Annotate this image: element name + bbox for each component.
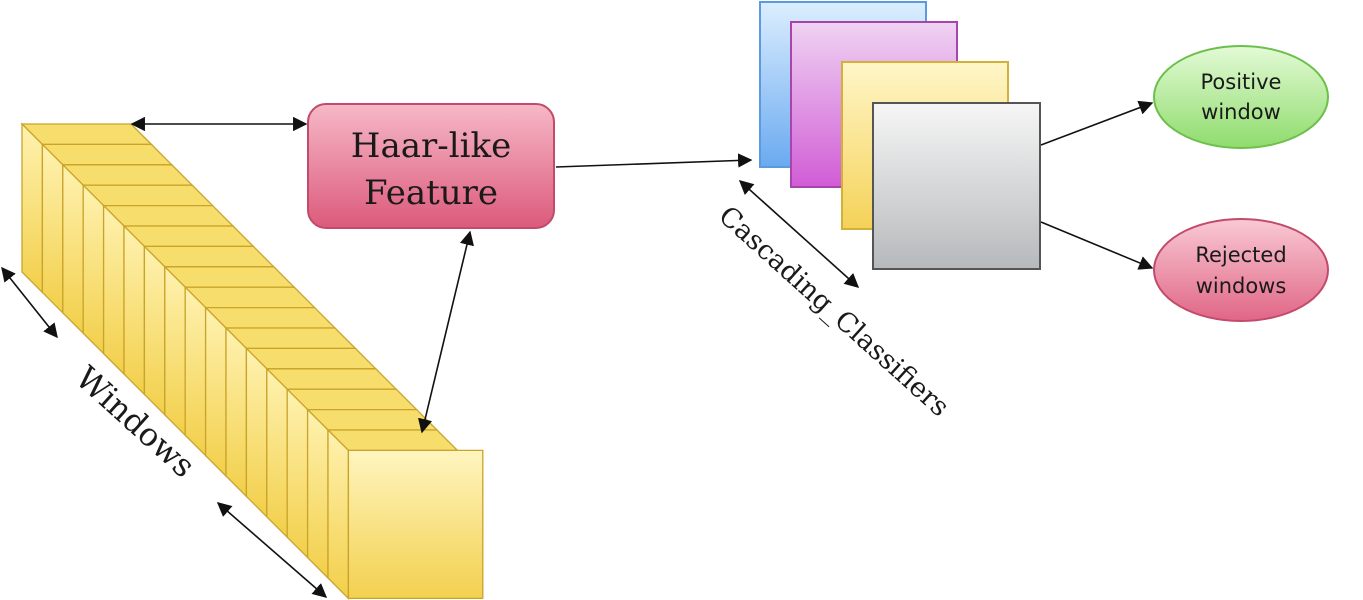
haar-feature-box bbox=[307, 103, 555, 229]
window-slice-top bbox=[204, 306, 337, 329]
window-slice-top bbox=[61, 164, 194, 186]
arrow-window-size bbox=[1, 266, 58, 339]
window-slice-side bbox=[306, 408, 329, 580]
positive-window-ellipse bbox=[1153, 45, 1329, 149]
positive-window-node: Positive window bbox=[1153, 45, 1329, 149]
window-slice-side bbox=[102, 204, 125, 376]
windows-stack bbox=[20, 122, 484, 600]
window-slice-top bbox=[285, 388, 419, 411]
window-slice-top bbox=[40, 143, 174, 166]
arrow-cascade-depth bbox=[738, 180, 860, 288]
window-slice-side bbox=[41, 142, 64, 315]
window-slice-side bbox=[164, 265, 186, 437]
arrow-haar-to-window-front bbox=[418, 230, 474, 434]
rejected-windows-label-line2: windows bbox=[1196, 274, 1287, 298]
window-slice-top bbox=[265, 368, 398, 390]
window-slice-side bbox=[286, 387, 309, 560]
window-slice-top bbox=[81, 184, 215, 207]
haar-feature-label-line1: Haar-like bbox=[351, 126, 511, 166]
rejected-windows-node: Rejected windows bbox=[1153, 218, 1329, 322]
window-slice-side bbox=[266, 367, 288, 539]
window-slice-side bbox=[184, 285, 207, 458]
window-slice-top bbox=[244, 347, 378, 370]
arrow-to-positive-window bbox=[1040, 100, 1154, 146]
window-slice-top bbox=[142, 245, 276, 268]
positive-window-label-line2: window bbox=[1201, 100, 1281, 124]
window-slice-top bbox=[102, 204, 235, 227]
window-slice-side bbox=[245, 346, 268, 519]
arrow-window-count bbox=[216, 502, 328, 598]
window-slice-top bbox=[224, 327, 357, 350]
window-front-face bbox=[347, 449, 484, 600]
window-slice-top bbox=[326, 429, 459, 452]
window-slice-top bbox=[306, 408, 439, 431]
arrow-to-rejected-windows bbox=[1040, 221, 1154, 270]
classifier-card-gray bbox=[872, 102, 1041, 270]
window-slice-top bbox=[20, 123, 153, 146]
window-slice-top bbox=[122, 225, 255, 248]
window-slice-top bbox=[163, 266, 296, 288]
arrow-haar-to-cascade bbox=[555, 153, 753, 168]
positive-window-label-line1: Positive bbox=[1201, 70, 1282, 94]
rejected-windows-label-line1: Rejected bbox=[1195, 243, 1286, 267]
cascading-classifiers-stack bbox=[759, 1, 1041, 270]
haar-feature-node: Haar-like Feature bbox=[307, 103, 555, 229]
window-slice-side bbox=[123, 224, 146, 396]
window-slice-side bbox=[62, 163, 84, 335]
window-slice-side bbox=[225, 326, 248, 498]
window-slice-side bbox=[21, 122, 44, 294]
rejected-windows-ellipse bbox=[1153, 218, 1329, 322]
window-slice-side bbox=[327, 428, 350, 600]
window-slice-side bbox=[204, 306, 227, 478]
haar-feature-label-line2: Feature bbox=[364, 173, 498, 213]
connectors bbox=[1, 100, 1154, 598]
window-slice-top bbox=[183, 286, 317, 309]
window-slice-side bbox=[143, 244, 166, 417]
window-slice-side bbox=[82, 183, 105, 356]
